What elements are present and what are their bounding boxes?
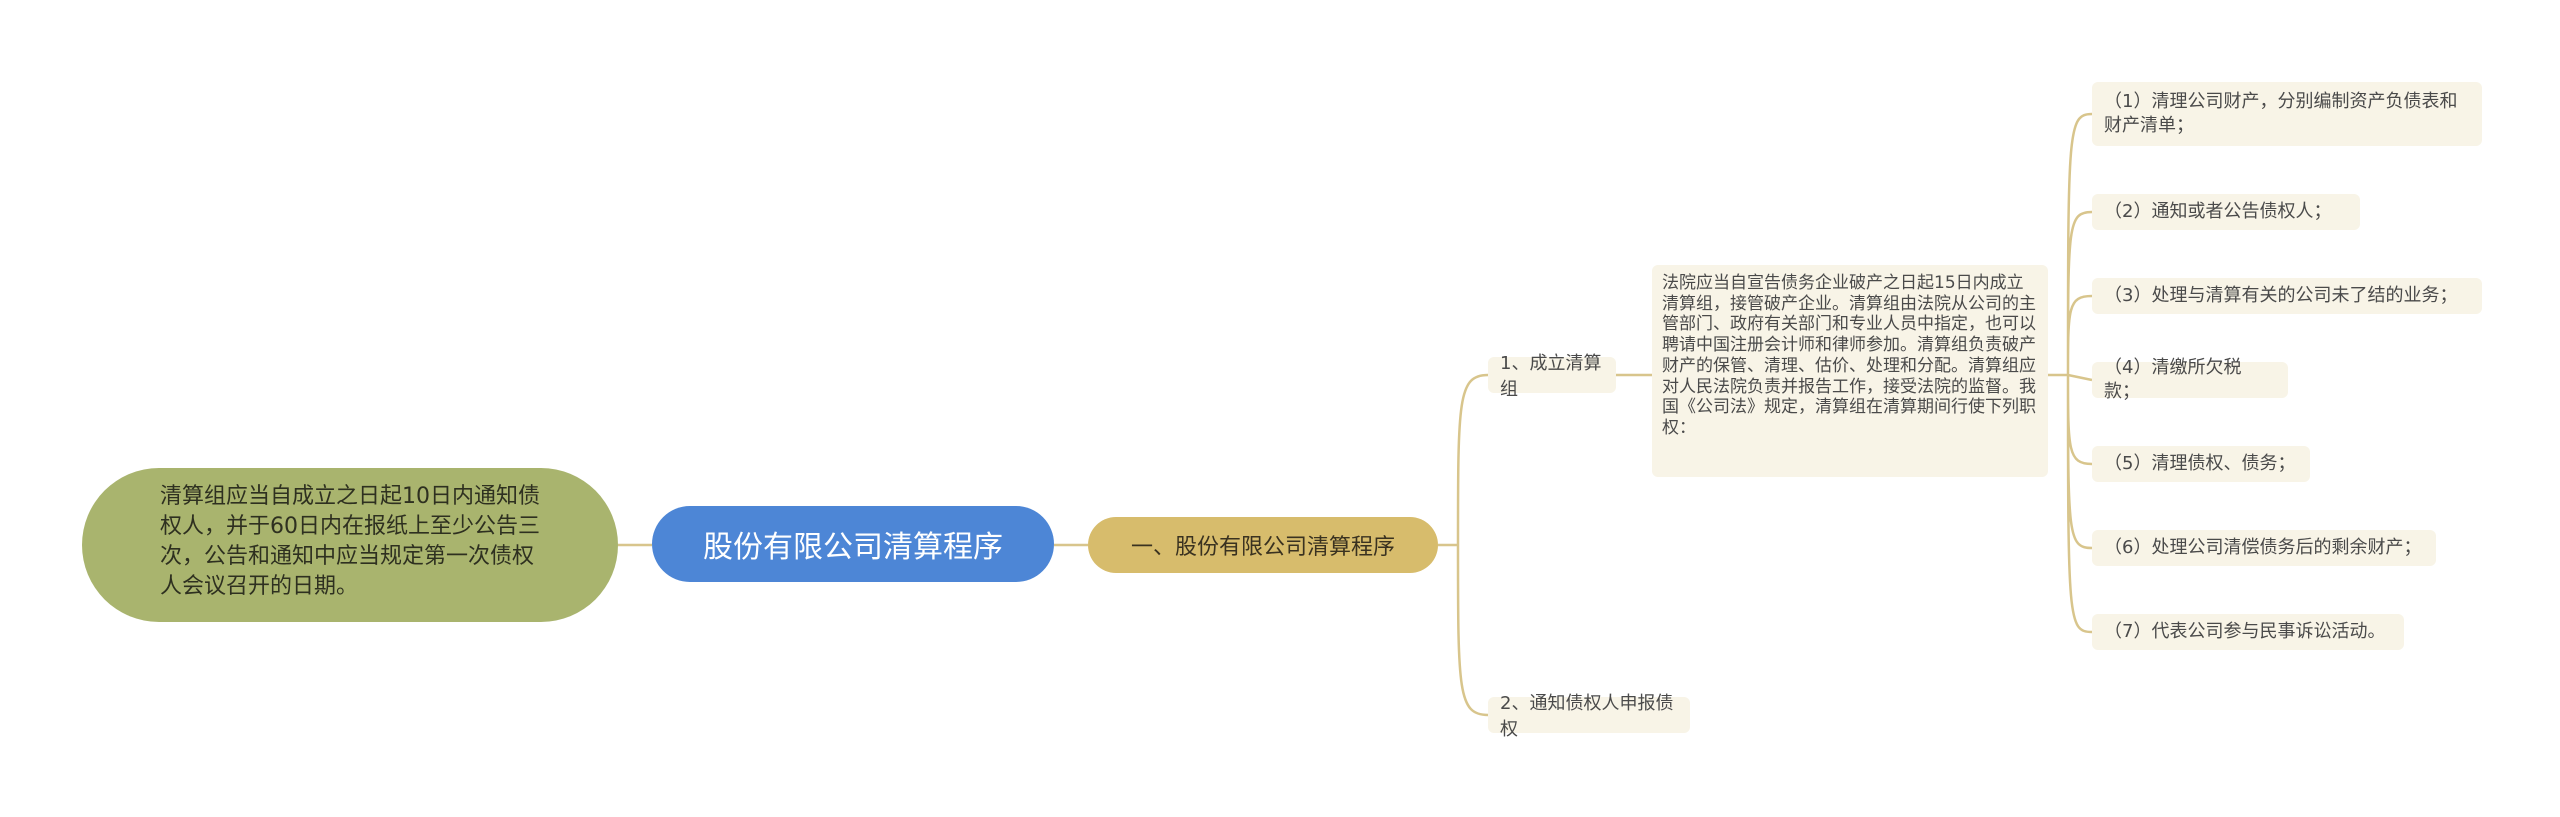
duty-label: （7）代表公司参与民事诉讼活动。 xyxy=(2104,621,2386,642)
duty-node-1[interactable]: （1）清理公司财产，分别编制资产负债表和财产清单； xyxy=(2092,82,2482,146)
branch-node-notify-creditors[interactable]: 2、通知债权人申报债权 xyxy=(1488,693,1690,740)
duty-label: （6）处理公司清偿债务后的剩余财产； xyxy=(2104,537,2422,558)
left-note-node[interactable]: 清算组应当自成立之日起10日内通知债权人，并于60日内在报纸上至少公告三次，公告… xyxy=(82,468,618,622)
left-note-text: 清算组应当自成立之日起10日内通知债权人，并于60日内在报纸上至少公告三次，公告… xyxy=(160,484,540,599)
central-topic-label: 股份有限公司清算程序 xyxy=(703,530,1003,565)
duty-node-2[interactable]: （2）通知或者公告债权人； xyxy=(2092,194,2360,230)
level1-topic-node[interactable]: 一、股份有限公司清算程序 xyxy=(1088,517,1438,573)
branch-node-establish-team[interactable]: 1、成立清算组 xyxy=(1488,353,1616,400)
branch-label: 2、通知债权人申报债权 xyxy=(1500,693,1674,740)
description-text: 法院应当自宣告债务企业破产之日起15日内成立清算组，接管破产企业。清算组由法院从… xyxy=(1662,273,2036,438)
duty-label: （2）通知或者公告债权人； xyxy=(2104,201,2332,222)
duty-node-4[interactable]: （4）清缴所欠税款； xyxy=(2092,357,2288,402)
duty-node-3[interactable]: （3）处理与清算有关的公司未了结的业务； xyxy=(2092,278,2482,314)
description-node[interactable]: 法院应当自宣告债务企业破产之日起15日内成立清算组，接管破产企业。清算组由法院从… xyxy=(1652,265,2048,477)
duty-label: （3）处理与清算有关的公司未了结的业务； xyxy=(2104,285,2458,306)
connector-desc-duties xyxy=(2048,112,2093,634)
duty-node-5[interactable]: （5）清理债权、债务； xyxy=(2092,446,2310,482)
duty-node-6[interactable]: （6）处理公司清偿债务后的剩余财产； xyxy=(2092,530,2436,566)
duty-label: （4）清缴所欠税款； xyxy=(2104,357,2242,402)
duty-node-7[interactable]: （7）代表公司参与民事诉讼活动。 xyxy=(2092,614,2404,650)
branch-label: 1、成立清算组 xyxy=(1500,353,1602,400)
duty-label: （1）清理公司财产，分别编制资产负债表和财产清单； xyxy=(2104,91,2458,136)
level1-topic-label: 一、股份有限公司清算程序 xyxy=(1130,535,1395,560)
central-topic-node[interactable]: 股份有限公司清算程序 xyxy=(652,506,1054,582)
duty-label: （5）清理债权、债务； xyxy=(2104,453,2296,474)
connector-level1-branches xyxy=(1438,373,1489,717)
